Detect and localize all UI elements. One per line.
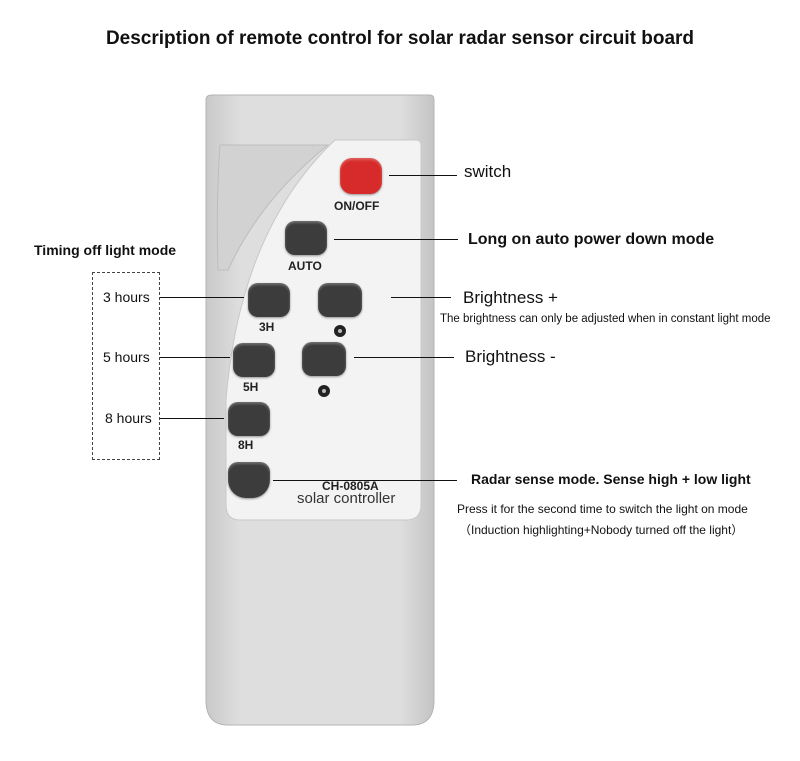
timing-box (92, 272, 160, 460)
8h-callout-line (160, 418, 224, 419)
brightness-minus-icon (318, 385, 330, 397)
5h-button[interactable] (233, 343, 275, 377)
radar-annotation: Radar sense mode. Sense high + low light (471, 471, 751, 487)
5h-label: 5H (243, 380, 259, 394)
8h-annotation: 8 hours (105, 410, 152, 426)
on-off-label: ON/OFF (334, 199, 380, 213)
5h-callout-line (160, 357, 230, 358)
3h-button[interactable] (248, 283, 290, 317)
brand-label: solar controller (297, 490, 396, 507)
5h-annotation: 5 hours (103, 349, 150, 365)
auto-label: AUTO (288, 259, 322, 273)
radar-note-2: （Induction highlighting+Nobody turned of… (459, 523, 744, 537)
switch-annotation: switch (464, 162, 512, 181)
remote-top-cap (216, 144, 330, 271)
brightness-plus-icon (334, 325, 346, 337)
radar-note-1: Press it for the second time to switch t… (457, 502, 748, 516)
on-off-button[interactable] (340, 158, 382, 194)
brightness-plus-callout-line (391, 297, 451, 298)
3h-label: 3H (259, 320, 275, 334)
brightness-minus-callout-line (354, 357, 454, 358)
3h-callout-line (160, 297, 244, 298)
brightness-minus-button[interactable] (302, 342, 346, 376)
page-title: Description of remote control for solar … (105, 28, 695, 49)
brightness-minus-annotation: Brightness - (465, 347, 556, 366)
brightness-note: The brightness can only be adjusted when… (440, 313, 771, 325)
radar-callout-line (273, 480, 457, 481)
auto-annotation: Long on auto power down mode (468, 231, 715, 248)
8h-button[interactable] (228, 402, 270, 436)
3h-annotation: 3 hours (103, 289, 150, 305)
auto-button[interactable] (285, 221, 327, 255)
brightness-plus-annotation: Brightness + (463, 288, 558, 307)
remote-panel (225, 139, 422, 521)
radar-button[interactable] (228, 462, 270, 498)
model-label: CH-0805A (322, 479, 379, 493)
timing-title: Timing off light mode (34, 242, 177, 258)
8h-label: 8H (238, 438, 254, 452)
switch-callout-line (389, 175, 457, 176)
brightness-plus-button[interactable] (318, 283, 362, 317)
auto-callout-line (334, 239, 458, 240)
